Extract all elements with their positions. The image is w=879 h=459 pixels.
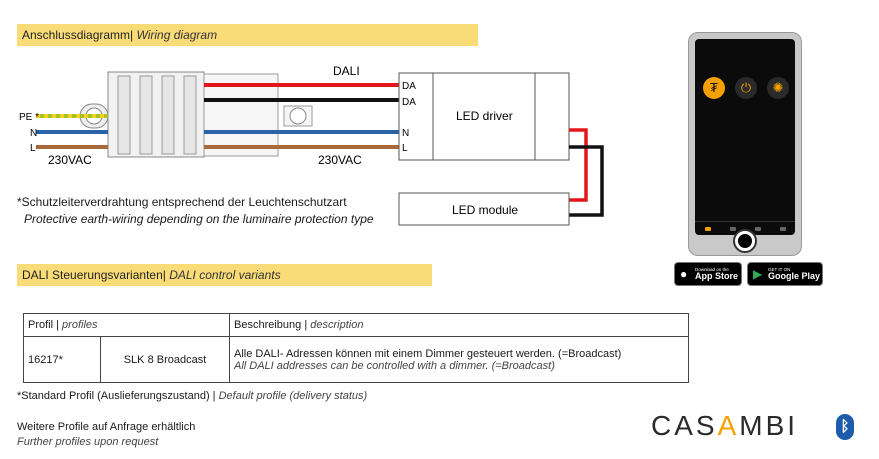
driver-l-terminal: L <box>402 143 408 154</box>
profile-description-cell: Alle DALI- Adressen können mit einem Dim… <box>229 336 689 383</box>
dali-variants-title-en: DALI control variants <box>165 268 281 282</box>
header-profile: Profil | profiles <box>23 313 230 337</box>
profile-name-cell: SLK 8 Broadcast <box>100 336 230 383</box>
n-label: N <box>30 128 37 139</box>
lamp-app-icon: ₮ <box>703 77 725 99</box>
dali-label: DALI <box>333 64 360 78</box>
google-play-badge[interactable]: ▶ GET IT ON Google Play <box>747 262 823 286</box>
play-icon: ▶ <box>753 267 763 281</box>
profiles-table: Profil | profiles Beschreibung | descrip… <box>23 313 689 383</box>
table-header-row: Profil | profiles Beschreibung | descrip… <box>23 313 689 337</box>
voltage-right: 230VAC <box>318 153 362 167</box>
googleplay-big-text: Google Play <box>768 271 821 281</box>
da-terminal-2: DA <box>402 97 416 108</box>
bluetooth-icon: ᛒ <box>836 414 854 440</box>
led-module-label: LED module <box>452 203 518 217</box>
home-button <box>735 231 755 251</box>
header-desc-en: description <box>310 319 364 331</box>
wiring-diagram-title-en: Wiring diagram <box>133 28 218 42</box>
wiring-diagram: DALI PE * N L 230VAC 230VAC DA DA N L LE… <box>19 64 604 226</box>
logo-part-2: MBI <box>739 410 799 441</box>
profile-description-en: All DALI addresses can be controlled wit… <box>234 359 555 372</box>
power-icon: ⏻ <box>735 77 757 99</box>
dali-variants-title-de: DALI Steuerungsvarianten| <box>22 268 166 282</box>
wiring-diagram-header: Anschlussdiagramm| Wiring diagram <box>17 24 478 46</box>
driver-n-terminal: N <box>402 128 409 139</box>
terminal-block <box>79 71 205 158</box>
wiring-diagram-title-de: Anschlussdiagramm| <box>22 28 134 42</box>
apple-icon: ● <box>680 267 688 281</box>
default-profile-sep: | <box>209 390 219 402</box>
dimmer-icon: ✺ <box>767 77 789 99</box>
connector-box <box>203 73 313 157</box>
output-wire-red <box>569 128 588 202</box>
header-profile-sep: | <box>53 319 63 331</box>
led-driver-label: LED driver <box>456 109 513 123</box>
header-profile-en: profiles <box>62 319 98 331</box>
app-store-badge[interactable]: ● Download on the App Store <box>674 262 742 286</box>
led-driver-box <box>398 72 570 161</box>
header-desc-de: Beschreibung <box>234 319 302 331</box>
header-desc-sep: | <box>301 319 311 331</box>
default-profile-en: Default profile (delivery status) <box>218 390 368 402</box>
more-profiles-en: Further profiles upon request <box>17 436 159 448</box>
appstore-small-text: Download on the <box>695 267 729 272</box>
phone-screen: ₮ ⏻ ✺ <box>695 39 795 235</box>
app-tab-bar <box>695 221 795 235</box>
profile-number-cell: 16217* <box>23 336 101 383</box>
led-module-box <box>398 192 570 226</box>
appstore-big-text: App Store <box>695 271 739 281</box>
table-row: 16217* SLK 8 Broadcast Alle DALI- Adress… <box>23 336 689 383</box>
profile-description-de: Alle DALI- Adressen können mit einem Dim… <box>234 347 622 360</box>
header-description: Beschreibung | description <box>229 313 689 337</box>
more-profiles-de: Weitere Profile auf Anfrage erhältlich <box>17 421 196 433</box>
default-profile-note: *Standard Profil (Auslieferungszustand) … <box>17 390 367 402</box>
da-terminal-1: DA <box>402 81 416 92</box>
logo-part-1: CAS <box>651 410 718 441</box>
logo-part-a: A <box>717 410 740 441</box>
casambi-logo: CASAMBI <box>651 410 798 442</box>
pe-label: PE * <box>19 112 39 123</box>
dali-control-variants-header: DALI Steuerungsvarianten| DALI control v… <box>17 264 432 286</box>
default-profile-de: *Standard Profil (Auslieferungszustand) <box>17 390 210 402</box>
output-wire-black <box>569 145 604 217</box>
phone-mockup: ₮ ⏻ ✺ <box>688 32 802 256</box>
voltage-left: 230VAC <box>48 153 92 167</box>
protective-earth-note-en: Protective earth-wiring depending on the… <box>24 212 374 226</box>
header-profile-de: Profil <box>28 319 54 331</box>
protective-earth-note-de: *Schutzleiterverdrahtung entsprechend de… <box>17 195 347 209</box>
googleplay-small-text: GET IT ON <box>768 267 791 272</box>
l-label: L <box>30 143 36 154</box>
